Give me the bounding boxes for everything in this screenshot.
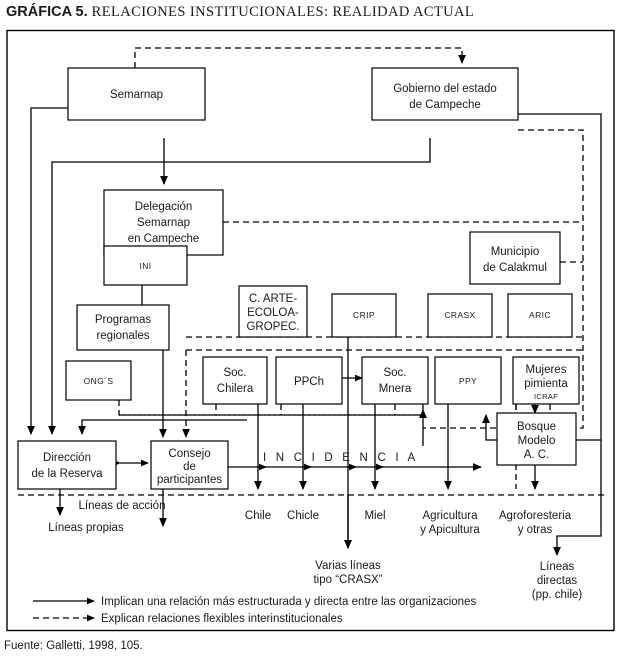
node-bosque-line1: Bosque [517, 421, 556, 433]
node-ini-label: INI [139, 261, 151, 271]
node-ongs-label: ONG´S [84, 376, 114, 386]
label-agroforesteria-line2: y otras [518, 524, 553, 536]
node-cart-line2: ECOLOA- [247, 307, 299, 319]
node-crasx[interactable]: CRASX [427, 293, 493, 338]
label-directas-line1: Líneas [540, 561, 575, 573]
node-gobierno-line1: Gobierno del estado [393, 83, 497, 95]
node-socchilera-line2: Chilera [217, 383, 254, 395]
node-direccion-line1: Dirección [43, 452, 91, 464]
node-consejo-line1: Consejo [168, 448, 210, 460]
label-directas-line2: directas [537, 575, 578, 587]
label-agricultura-line2: y Apicultura [420, 524, 480, 536]
figure-source: Fuente: Galletti, 1998, 105. [4, 640, 143, 652]
node-delegacion-line3: en Campeche [128, 233, 200, 245]
label-agroforesteria-line1: Agroforesteria [499, 510, 572, 522]
node-programas-regionales[interactable]: Programas regionales [76, 304, 170, 351]
node-soc-chilera[interactable]: Soc. Chilera [202, 356, 268, 405]
node-municipio-line1: Municipio [491, 246, 540, 258]
link-semarnap-direccion [27, 107, 68, 435]
node-municipio-line2: de Calakmul [483, 262, 547, 274]
node-ongs[interactable]: ONG´S [65, 360, 132, 401]
node-crip[interactable]: CRIP [331, 293, 397, 338]
node-socmnera-line2: Mnera [379, 383, 412, 395]
diagram-frame [6, 29, 615, 632]
node-bosque-modelo[interactable]: Bosque Modelo A. C. [496, 412, 577, 466]
label-varias-line1: Varias líneas [315, 560, 381, 572]
node-delegacion-semarnap[interactable]: Delegación Semarnap en Campeche [103, 189, 224, 256]
figure-title-number: GRÁFICA 5. [6, 4, 88, 20]
connector-layer [18, 47, 605, 556]
node-ppch[interactable]: PPCh [275, 356, 343, 405]
node-consejo-line2: de [183, 461, 196, 473]
node-soc-mnera[interactable]: Soc. Mnera [361, 356, 429, 405]
node-mujeres-pimienta[interactable]: Mujeres pimienta ICRAF [512, 356, 580, 405]
link-lineas-directas [553, 440, 602, 556]
label-incidencia: I N C I D E N C I A [263, 452, 418, 464]
figure-title-text: RELACIONES INSTITUCIONALES: REALIDAD ACT… [91, 4, 475, 20]
legend-solid-label: Implican una relación más estructurada y… [101, 596, 476, 608]
node-ppy[interactable]: PPY [434, 356, 502, 405]
node-consejo-participantes[interactable]: Consejo de participantes [150, 440, 229, 490]
link-rail-direccion-top [78, 419, 247, 435]
node-mujeres-line2: pimienta [524, 378, 568, 390]
node-mujeres-line3: ICRAF [534, 392, 558, 401]
node-socchilera-line1: Soc. [223, 367, 246, 379]
node-ini[interactable]: INI [103, 245, 188, 286]
node-bosque-line2: Modelo [518, 435, 556, 447]
label-varias-line2: tipo “CRASX” [313, 574, 382, 586]
link-semarnap-gobierno [134, 47, 466, 68]
node-c-arte-ecoloa-gropec[interactable]: C. ARTE- ECOLOA- GROPEC. [238, 285, 308, 338]
node-consejo-line3: participantes [157, 474, 222, 486]
node-crasx-label: CRASX [444, 310, 475, 320]
node-aric[interactable]: ARIC [507, 293, 573, 338]
figure-title: GRÁFICA 5. RELACIONES INSTITUCIONALES: R… [6, 4, 474, 21]
label-miel: Miel [364, 510, 385, 522]
link-gobierno-direccion [48, 138, 431, 435]
diagram-canvas: Semarnap Gobierno del estado de Campeche… [6, 29, 615, 632]
label-directas-line3: (pp. chile) [532, 589, 583, 601]
node-mujeres-line1: Mujeres [526, 364, 567, 376]
node-gobierno-campeche[interactable]: Gobierno del estado de Campeche [371, 67, 519, 121]
flow-label-layer: I N C I D E N C I A Líneas de acción Lín… [48, 452, 582, 601]
node-socmnera-line1: Soc. [383, 367, 406, 379]
node-programas-line1: Programas [95, 314, 151, 326]
node-delegacion-line1: Delegación [135, 201, 193, 213]
label-agricultura-line1: Agricultura [423, 510, 479, 522]
label-chile: Chile [245, 510, 271, 522]
node-semarnap-label: Semarnap [110, 89, 163, 101]
node-aric-label: ARIC [529, 310, 551, 320]
node-cart-line3: GROPEC. [246, 321, 299, 333]
node-municipio-calakmul[interactable]: Municipio de Calakmul [469, 231, 561, 285]
node-semarnap[interactable]: Semarnap [67, 67, 206, 121]
node-ppy-label: PPY [459, 376, 477, 386]
legend: Implican una relación más estructurada y… [33, 596, 476, 625]
node-direccion-reserva[interactable]: Dirección de la Reserva [17, 440, 117, 490]
node-direccion-line2: de la Reserva [32, 468, 104, 480]
node-programas-line2: regionales [96, 330, 149, 342]
node-crip-label: CRIP [353, 310, 375, 320]
node-ppch-label: PPCh [294, 376, 324, 388]
node-cart-line1: C. ARTE- [249, 293, 298, 305]
node-delegacion-line2: Semarnap [137, 217, 190, 229]
node-gobierno-line2: de Campeche [409, 99, 481, 111]
legend-dashed-label: Explican relaciones flexibles interinsti… [101, 613, 343, 625]
label-lineas-accion: Líneas de acción [79, 500, 166, 512]
label-chicle: Chicle [287, 510, 319, 522]
node-bosque-line3: A. C. [524, 449, 550, 461]
label-lineas-propias: Líneas propias [48, 522, 124, 534]
